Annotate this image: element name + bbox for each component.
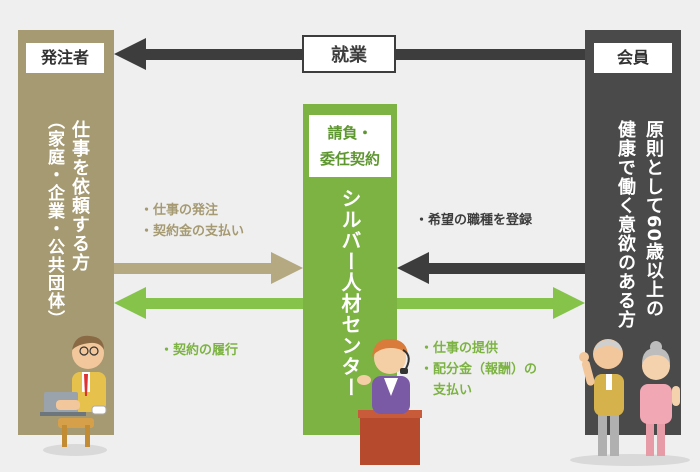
man-laptop-illustration [40,335,107,456]
register-flow-item: ・希望の職種を登録 [415,213,533,228]
center-name: シルバー人材センター [338,188,362,398]
register-arrow-head [397,252,429,284]
provide-arrow-shaft [397,298,561,309]
order-flow-item: ・仕事の発注 [140,203,219,218]
center-tag: 請負・ 委任契約 [309,115,391,177]
register-arrow-shaft [422,263,585,274]
provide-flow-item: ・仕事の提供 [420,341,499,356]
elderly-couple-illustration [570,339,690,466]
provide-arrow-head [553,287,585,319]
fulfil-flow-item: ・契約の履行 [160,343,239,358]
order-flow-item: ・契約金の支払い [140,224,245,239]
member-tag: 会員 [594,43,672,73]
fulfil-arrow-head [114,287,146,319]
member-tag-label: 会員 [616,48,649,67]
fulfil-flow-label: ・契約の履行 [160,340,238,361]
provide-flow-label: ・仕事の提供 ・配分金（報酬）の 支払い [420,338,537,401]
center-tag-line2: 委任契約 [319,150,380,168]
operator-woman-illustration [357,338,422,465]
client-description-main: 仕事を依頼する方 [69,120,90,272]
order-arrow-shaft [114,263,279,274]
order-arrow-head [271,252,303,284]
provide-flow-item: 支払い [420,383,473,398]
client-column [18,30,114,435]
provide-flow-item: ・配分金（報酬）の [420,362,538,377]
register-flow-label: ・希望の職種を登録 [415,210,532,231]
fulfil-arrow-shaft [138,298,303,309]
member-description-line1: 原則として60歳以上の [643,120,664,319]
client-tag-label: 発注者 [40,48,89,67]
employment-label: 就業 [331,45,367,66]
member-description-line2: 健康で働く意欲のある方 [615,120,636,329]
client-description-sub: （家庭・企業・公共団体） [44,112,64,328]
client-tag: 発注者 [26,43,104,73]
order-flow-label: ・仕事の発注 ・契約金の支払い [140,200,244,242]
top-arrow-head [114,38,146,70]
center-tag-line1: 請負・ [327,124,373,142]
employment-label-box: 就業 [302,35,396,73]
